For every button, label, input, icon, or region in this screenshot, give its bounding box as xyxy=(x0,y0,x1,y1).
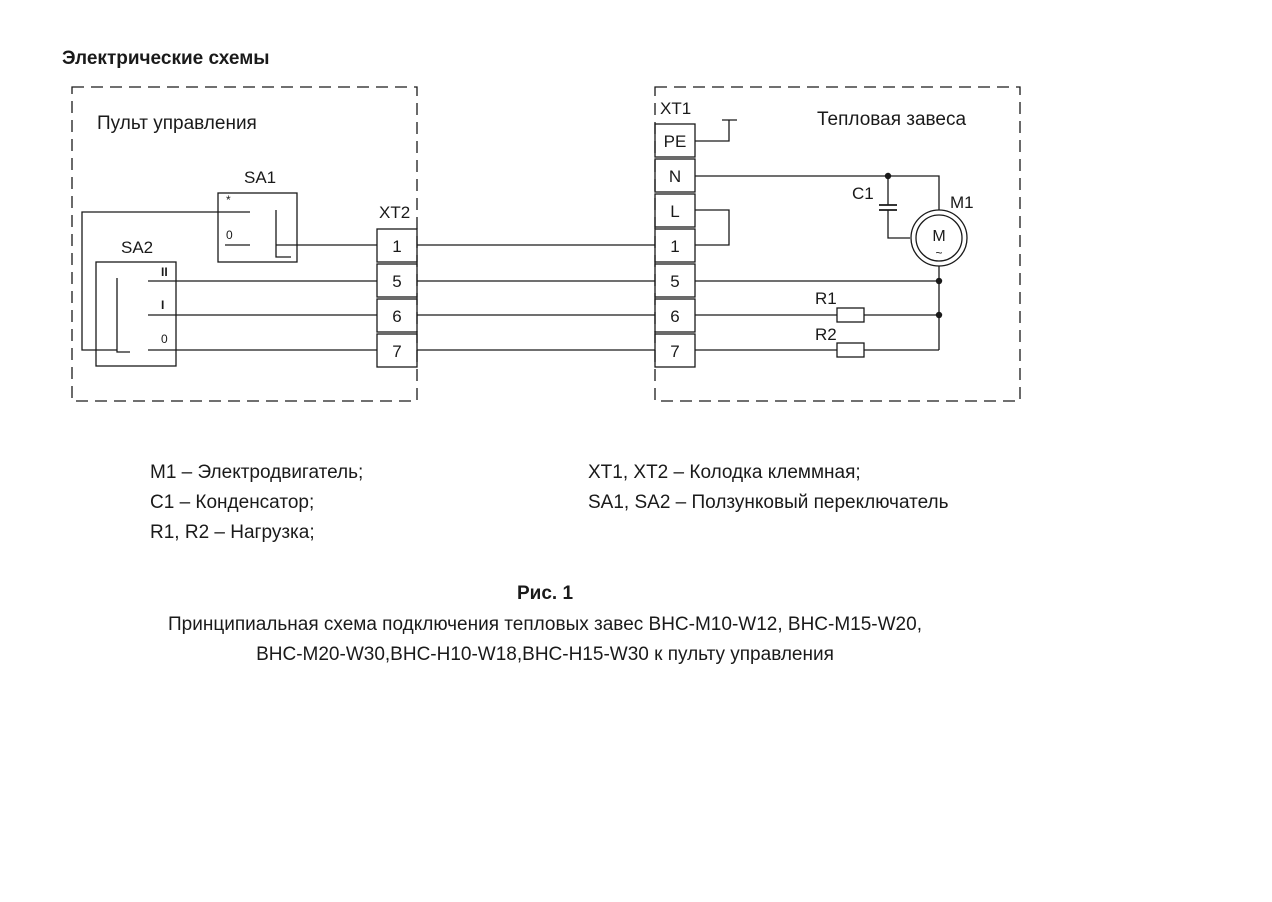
legend-item-m1: M1 – Электродвигатель; xyxy=(150,462,364,483)
sa2-pos-i: I xyxy=(161,298,164,312)
r2-resistor xyxy=(836,342,865,358)
xt2-terminal-1: 1 xyxy=(392,237,401,256)
r2-label: R2 xyxy=(815,325,837,344)
c1-capacitor xyxy=(879,204,897,211)
legend-item-r1-r2: R1, R2 – Нагрузка; xyxy=(150,522,315,543)
wiring-diagram: Пульт управления SA1 * 0 SA2 II I 0 XT2 … xyxy=(71,86,1021,402)
section-heading: Электрические схемы xyxy=(62,48,270,69)
xt1-terminal-pe: PE xyxy=(664,132,687,151)
xt1-terminal-5: 5 xyxy=(670,272,679,291)
r1-label: R1 xyxy=(815,289,837,308)
xt2-terminal-5: 5 xyxy=(392,272,401,291)
figure-caption-line2: BHC-M20-W30,BHC-H10-W18,BHC-H15-W30 к пу… xyxy=(256,644,834,665)
xt1-terminal-6: 6 xyxy=(670,307,679,326)
sa2-switch-body xyxy=(95,261,177,367)
sa1-contact xyxy=(225,210,291,258)
m1-motor-outer xyxy=(910,209,968,267)
heater-title: Тепловая завеса xyxy=(817,109,967,130)
sa1-zero-mark: 0 xyxy=(226,228,233,242)
l-bridge xyxy=(695,209,730,246)
sa2-pos-0: 0 xyxy=(161,332,168,346)
figure-caption-line1: Принципиальная схема подключения тепловы… xyxy=(168,614,922,635)
m1-label: M1 xyxy=(950,193,974,212)
sa2-pos-ii: II xyxy=(161,265,168,279)
sa1-switch-body xyxy=(217,192,298,263)
xt2-label: XT2 xyxy=(379,203,410,222)
control-panel-title: Пульт управления xyxy=(97,113,257,134)
sa2-contact xyxy=(116,278,170,353)
legend-item-xt: XT1, XT2 – Колодка клеммная; xyxy=(588,462,861,483)
m1-motor-inner xyxy=(915,214,963,262)
r1-resistor xyxy=(836,307,865,323)
legend-item-c1: C1 – Конденсатор; xyxy=(150,492,315,513)
wire-cap-bottom xyxy=(887,210,910,239)
motor-tilde: ~ xyxy=(935,246,942,260)
junction-dot-6 xyxy=(935,311,943,319)
xt1-terminal-n: N xyxy=(669,167,681,186)
xt1-terminal-1: 1 xyxy=(670,237,679,256)
junction-dot-n xyxy=(884,172,892,180)
xt2-terminal-6: 6 xyxy=(392,307,401,326)
sa2-label: SA2 xyxy=(121,238,153,257)
sa1-label: SA1 xyxy=(244,168,276,187)
motor-symbol: M xyxy=(932,228,945,245)
xt1-terminal-l: L xyxy=(670,202,679,221)
wire-n xyxy=(695,175,940,210)
figure-number: Рис. 1 xyxy=(516,583,574,604)
pe-ground xyxy=(695,119,737,142)
junction-dot-5 xyxy=(935,277,943,285)
wire-sa1-common xyxy=(81,211,225,351)
xt1-terminal-7: 7 xyxy=(670,342,679,361)
xt1-label: XT1 xyxy=(660,99,691,118)
c1-label: C1 xyxy=(852,184,874,203)
legend-item-sa: SA1, SA2 – Ползунковый переключатель xyxy=(588,492,949,513)
sa1-star-mark: * xyxy=(226,193,231,207)
xt2-terminal-7: 7 xyxy=(392,342,401,361)
